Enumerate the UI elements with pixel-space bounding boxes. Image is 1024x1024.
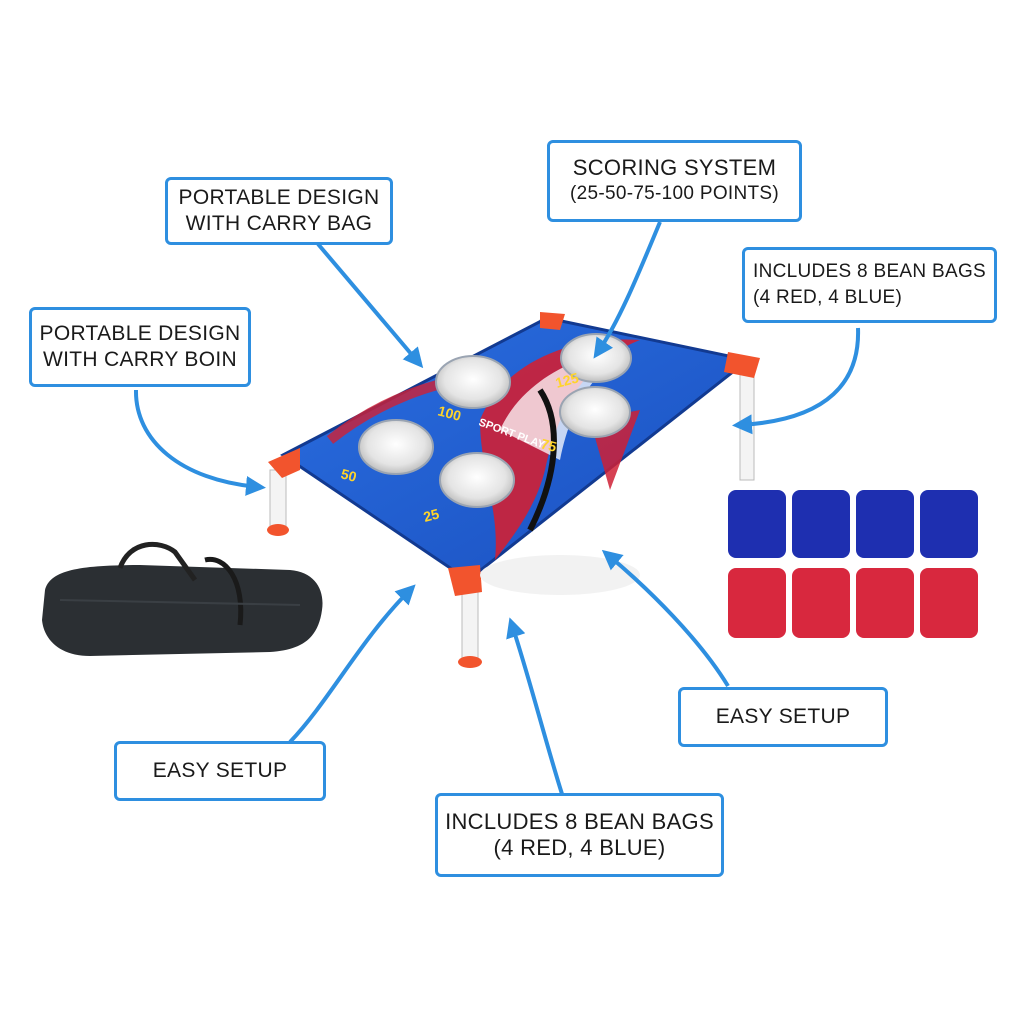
callout-text: EASY SETUP: [715, 705, 851, 728]
callout-text: INCLUDES 8 BEAN BAGS: [445, 809, 714, 834]
callout-scoring-system: SCORING SYSTEM (25-50-75-100 POINTS): [547, 140, 802, 222]
bean-bags-red: [728, 568, 978, 638]
callout-text: (25-50-75-100 POINTS): [569, 183, 780, 204]
callout-portable-carry-bag: PORTABLE DESIGN WITH CARRY BAG: [165, 177, 393, 245]
carry-bag: [42, 542, 323, 656]
score-label-25: 25: [422, 505, 441, 525]
callout-portable-carry-boin: PORTABLE DESIGN WITH CARRY BOIN: [29, 307, 251, 387]
score-label-50: 50: [339, 465, 358, 485]
target-hole-100: [435, 355, 511, 409]
callout-text: (4 RED, 4 BLUE): [752, 287, 903, 308]
callout-bean-bags-bottom: INCLUDES 8 BEAN BAGS (4 RED, 4 BLUE): [435, 793, 724, 877]
arrow-carry-bag-top: [316, 242, 424, 369]
callout-easy-setup-left: EASY SETUP: [114, 741, 326, 801]
arrow-easy-setup-left: [288, 584, 416, 744]
arrow-bean-bags-right: [732, 327, 861, 435]
callout-text: WITH CARRY BOIN: [43, 348, 237, 371]
callout-text: WITH CARRY BAG: [185, 212, 373, 235]
arrow-bean-bags-bottom: [506, 617, 564, 795]
score-label-100: 100: [436, 402, 463, 424]
arrow-scoring: [593, 221, 662, 359]
callout-text: SCORING SYSTEM: [572, 155, 777, 180]
callout-text: PORTABLE DESIGN: [178, 186, 380, 209]
target-hole-25: [439, 452, 515, 508]
callout-arrows: [133, 221, 861, 795]
target-hole-75: [559, 386, 631, 438]
callout-text: INCLUDES 8 BEAN BAGS: [752, 261, 987, 282]
score-label-125: 125: [554, 369, 581, 391]
callout-text: (4 RED, 4 BLUE): [493, 835, 666, 860]
callout-easy-setup-right: EASY SETUP: [678, 687, 888, 747]
arrow-easy-setup-right: [601, 549, 730, 688]
target-hole-50: [358, 419, 434, 475]
callout-text: PORTABLE DESIGN: [39, 322, 241, 345]
cornhole-board: 125 100 75 50 25 SPORT PLAY: [268, 312, 760, 596]
arrow-carry-left: [133, 389, 266, 496]
callout-bean-bags-right: INCLUDES 8 BEAN BAGS (4 RED, 4 BLUE): [742, 247, 997, 323]
score-label-75: 75: [539, 435, 558, 455]
bean-bags-blue: [728, 490, 978, 558]
callout-text: EASY SETUP: [152, 759, 288, 782]
